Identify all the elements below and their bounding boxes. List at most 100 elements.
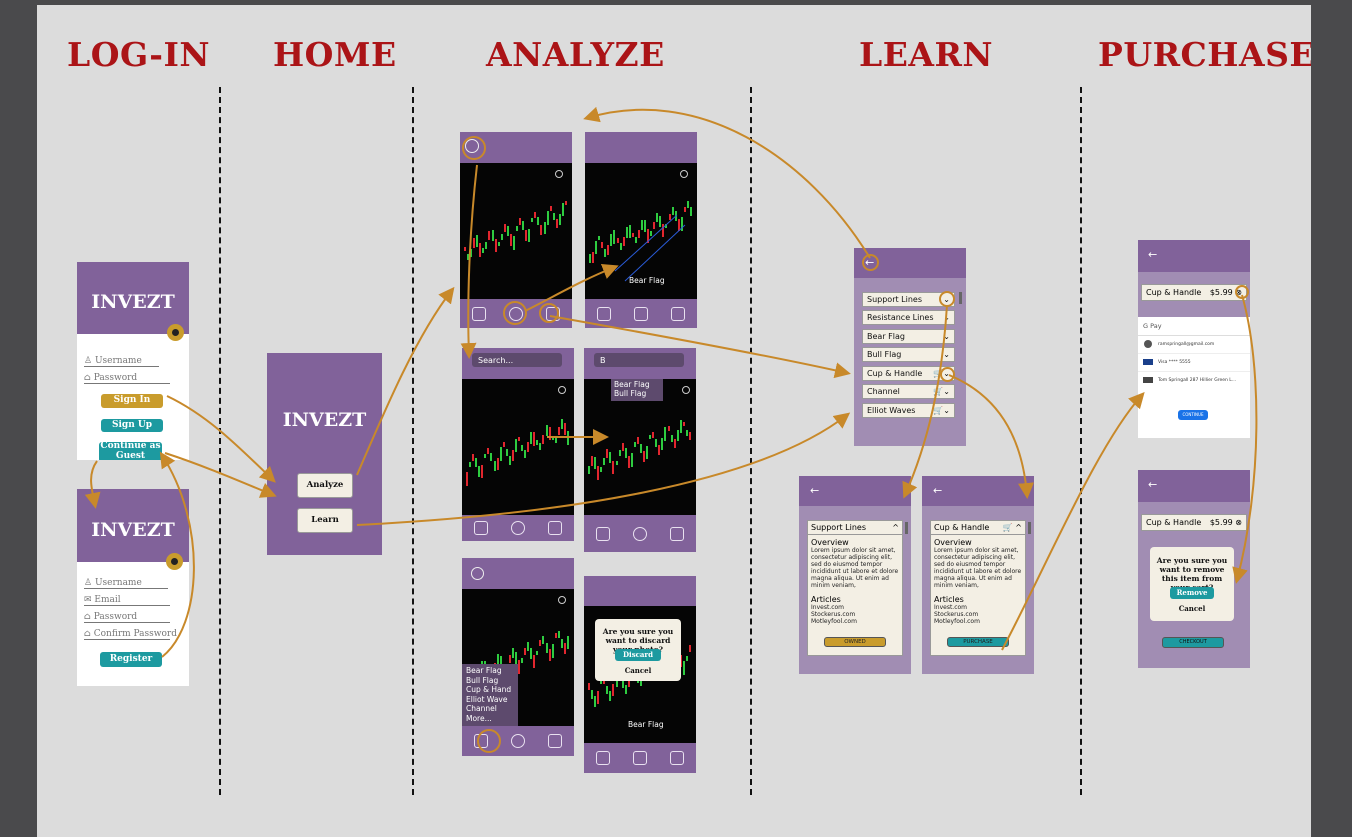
info-icon[interactable]	[680, 170, 688, 178]
learn-button[interactable]: Learn	[297, 508, 353, 533]
article-link[interactable]: Stockerus.com	[811, 611, 856, 618]
arrow-cup-card	[948, 374, 1034, 499]
password-field[interactable]: ⌂ Password	[84, 612, 170, 623]
arrow-purchase-gpay	[1001, 392, 1145, 651]
back-arrow-icon[interactable]: ←	[1148, 478, 1158, 491]
article-link[interactable]: Motleyfool.com	[934, 618, 980, 625]
article-link[interactable]: Motleyfool.com	[811, 618, 857, 625]
chart-icon[interactable]	[471, 306, 486, 321]
trash-icon[interactable]	[596, 306, 611, 321]
candle	[668, 214, 671, 221]
candle	[533, 431, 536, 446]
candle	[665, 224, 668, 229]
scrollbar[interactable]	[905, 522, 908, 534]
pattern-item[interactable]: Bull Flag	[466, 675, 499, 685]
password-field[interactable]: ⌂ Password	[84, 373, 170, 384]
settings-gear-icon[interactable]	[167, 324, 184, 341]
purchase-button[interactable]: PURCHASE	[947, 637, 1009, 647]
candle	[621, 681, 624, 689]
back-arrow-icon[interactable]: ←	[810, 484, 820, 497]
gpay-account-row[interactable]: ramspringall@gmail.com	[1138, 336, 1250, 354]
back-arrow-icon[interactable]: ←	[1148, 248, 1158, 261]
suggestion-bull-flag[interactable]: Bull Flag	[614, 389, 647, 398]
checkout-button[interactable]: CHECKOUT	[1162, 637, 1224, 648]
articles-heading: Articles	[811, 595, 841, 604]
article-link[interactable]: Stockerus.com	[934, 611, 979, 618]
username-field[interactable]: ♙ Username	[84, 578, 168, 589]
candle	[689, 207, 692, 217]
back-arrow-icon[interactable]: ←	[933, 484, 943, 497]
pattern-item[interactable]: More...	[466, 713, 492, 723]
gpay-address-row[interactable]: Tom Springall 287 Hillier Green L...	[1138, 372, 1250, 389]
register-button[interactable]: Register	[100, 652, 162, 667]
send-icon[interactable]	[671, 306, 686, 321]
remove-button[interactable]: Remove	[1170, 587, 1214, 599]
learn-support-screen: ← Support Lines^ Overview Lorem ipsum do…	[799, 476, 911, 674]
owned-button[interactable]: OWNED	[824, 637, 886, 647]
info-icon[interactable]	[555, 170, 563, 178]
candle	[561, 203, 564, 217]
cancel-button[interactable]: Cancel	[1178, 604, 1206, 613]
pattern-item[interactable]: Bear Flag	[466, 666, 502, 675]
scrollbar[interactable]	[1028, 522, 1031, 534]
arrow-guest-home	[164, 452, 277, 498]
pattern-item[interactable]: Cup & Hand	[466, 685, 512, 694]
info-icon[interactable]	[682, 386, 690, 394]
article-link[interactable]: Invest.com	[811, 604, 845, 611]
divider	[1080, 87, 1082, 795]
heading-login: LOG-IN	[67, 35, 211, 74]
candle	[661, 438, 664, 451]
candle	[597, 691, 600, 705]
sign-up-button[interactable]: Sign Up	[101, 419, 163, 432]
scan-icon[interactable]	[510, 521, 525, 535]
settings-gear-icon[interactable]	[166, 553, 183, 570]
candle	[630, 453, 633, 468]
remove-icon[interactable]: ⊗	[1235, 518, 1242, 527]
pattern-item[interactable]: Elliot Wave	[466, 694, 508, 704]
lock-icon: ⌂	[84, 612, 94, 622]
chart-icon[interactable]	[473, 521, 488, 535]
search-input[interactable]: B	[594, 353, 684, 367]
scrollbar[interactable]	[959, 292, 962, 304]
learn-item-channel[interactable]: Channel🛒⌄	[862, 384, 955, 399]
pattern-item[interactable]: Channel	[466, 704, 497, 713]
username-field[interactable]: ♙ Username	[84, 356, 159, 367]
learn-item-resistance-lines[interactable]: Resistance Lines⌄	[862, 310, 955, 325]
info-icon[interactable]	[558, 596, 566, 604]
scan-icon[interactable]	[632, 526, 647, 541]
discard-button[interactable]: Discard	[615, 649, 661, 661]
cancel-button[interactable]: Cancel	[624, 666, 652, 675]
continue-button[interactable]: CONTINUE	[1178, 410, 1208, 420]
candle	[610, 233, 613, 246]
email-field[interactable]: ✉ Email	[84, 595, 170, 606]
candle	[534, 211, 537, 218]
scan-icon[interactable]	[510, 734, 525, 748]
support-card-title[interactable]: Support Lines^	[808, 521, 902, 535]
search-icon[interactable]	[471, 567, 484, 580]
download-icon[interactable]	[632, 751, 647, 765]
chart-icon[interactable]	[595, 526, 610, 541]
search-input[interactable]: Search...	[472, 353, 562, 367]
analyze-button[interactable]: Analyze	[297, 473, 353, 498]
list-icon[interactable]	[548, 521, 563, 535]
gpay-card-row[interactable]: Visa **** 5555	[1138, 354, 1250, 372]
continue-guest-button[interactable]: Continue as Guest	[99, 441, 162, 460]
article-link[interactable]: Invest.com	[934, 604, 968, 611]
confirm-password-field[interactable]: ⌂ Confirm Password	[84, 629, 177, 640]
candle	[601, 241, 604, 248]
list-icon[interactable]	[548, 734, 563, 748]
purchase-header	[1138, 470, 1250, 502]
candle	[627, 675, 630, 687]
suggestion-bear-flag[interactable]: Bear Flag	[614, 380, 650, 389]
trash-icon[interactable]	[595, 751, 610, 765]
candle	[647, 228, 650, 243]
list-icon[interactable]	[670, 526, 685, 541]
send-icon[interactable]	[670, 751, 685, 765]
info-icon[interactable]	[558, 386, 566, 394]
download-icon[interactable]	[633, 306, 648, 321]
cup-card-title[interactable]: Cup & Handle🛒 ^	[931, 521, 1025, 535]
learn-item-bull-flag[interactable]: Bull Flag⌄	[862, 347, 955, 362]
candle	[656, 213, 659, 222]
sign-in-button[interactable]: Sign In	[101, 394, 163, 408]
learn-item-bear-flag[interactable]: Bear Flag⌄	[862, 329, 955, 344]
